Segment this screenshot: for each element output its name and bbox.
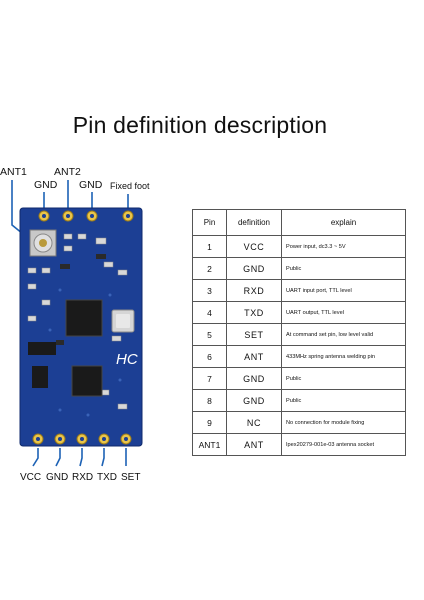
table-row: 2 GND Public [192,257,406,280]
header-explain: explain [281,209,406,236]
cell-definition: ANT [226,345,282,368]
label-txd: TXD [97,472,117,483]
cell-definition: GND [226,389,282,412]
pin-definition-table: Pin definition explain 1 VCC Power input… [192,209,406,456]
cell-explain: Public [281,257,406,280]
cell-pin: 4 [192,301,227,324]
label-gnd-bottom: GND [46,472,69,483]
label-fixed-foot: Fixed foot [110,181,150,191]
header-pin: Pin [192,209,227,236]
cell-definition: SET [226,323,282,346]
cell-pin: 6 [192,345,227,368]
table-row: 4 TXD UART output, TTL level [192,301,406,324]
cell-pin: 7 [192,367,227,390]
silkscreen-text: HC [116,351,138,368]
cell-definition: GND [226,367,282,390]
table-row: 6 ANT 433MHz spring antenna welding pin [192,345,406,368]
cell-pin: 1 [192,235,227,258]
page-title: Pin definition description [72,112,328,138]
cell-explain: Public [281,389,406,412]
cell-pin: 5 [192,323,227,346]
cell-pin: 2 [192,257,227,280]
table-header-row: Pin definition explain [192,209,406,236]
header-definition: definition [226,209,282,236]
table-row: ANT1 ANT Ipex20279-001e-03 antenna socke… [192,433,406,456]
cell-pin: 9 [192,411,227,434]
label-vcc: VCC [20,472,42,483]
cell-pin: 3 [192,279,227,302]
label-ant2: ANT2 [54,166,81,178]
cell-explain: UART output, TTL level [281,301,406,324]
table-row: 5 SET At command set pin, low level vali… [192,323,406,346]
cell-pin: ANT1 [192,433,227,456]
cell-explain: No connection for module fixing [281,411,406,434]
label-set: SET [121,472,141,483]
cell-definition: VCC [226,235,282,258]
module-board-svg: HC [11,180,143,467]
table-row: 7 GND Public [192,367,406,390]
label-ant1: ANT1 [0,166,27,178]
table-row: 8 GND Public [192,389,406,412]
cell-definition: RXD [226,279,282,302]
module-diagram: ANT1 GND ANT2 GND Fixed foot [0,160,190,490]
cell-explain: Power input, dc3.3 ~ 5V [281,235,406,258]
table-row: 1 VCC Power input, dc3.3 ~ 5V [192,235,406,258]
table-row: 9 NC No connection for module fixing [192,411,406,434]
cell-pin: 8 [192,389,227,412]
cell-explain: 433MHz spring antenna welding pin [281,345,406,368]
label-gnd-top-2: GND [79,179,103,191]
cell-definition: ANT [226,433,282,456]
cell-definition: TXD [226,301,282,324]
cell-explain: UART input port, TTL level [281,279,406,302]
cell-explain: Public [281,367,406,390]
table-row: 3 RXD UART input port, TTL level [192,279,406,302]
cell-definition: NC [226,411,282,434]
label-rxd: RXD [72,472,94,483]
cell-explain: Ipex20279-001e-03 antenna socket [281,433,406,456]
cell-definition: GND [226,257,282,280]
label-gnd-top-1: GND [34,179,58,191]
cell-explain: At command set pin, low level valid [281,323,406,346]
